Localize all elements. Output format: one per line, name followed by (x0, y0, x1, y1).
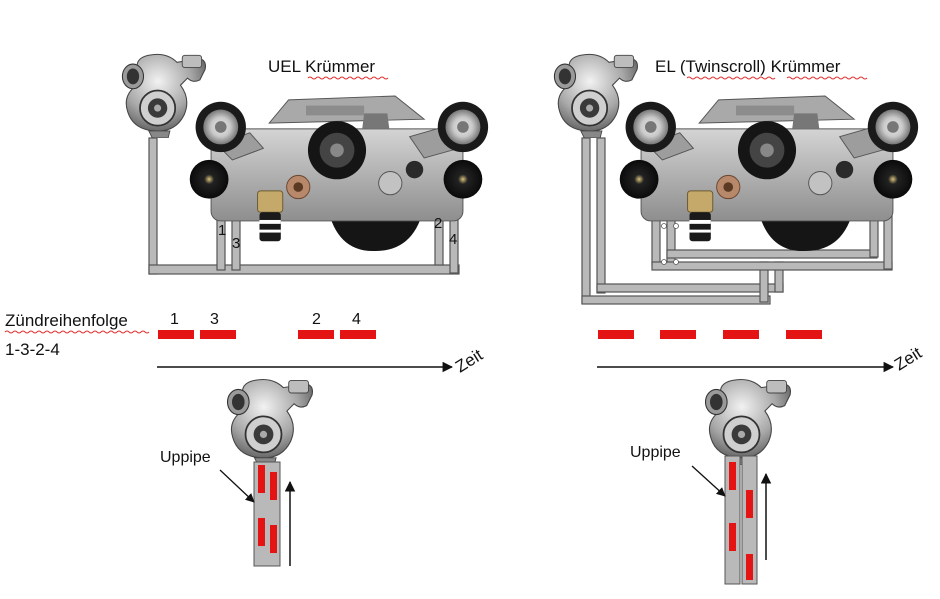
time-axis-label: Zeit (891, 343, 925, 374)
uppipe-pulses (729, 462, 753, 580)
uppipe-scroll-a (724, 455, 741, 585)
cyl-label-1: 1 (218, 222, 226, 239)
uppipe-label: Uppipe (160, 449, 211, 466)
pulse-label-2: 2 (312, 311, 321, 328)
uppipe-pointer-arrow (691, 465, 726, 497)
cyl-label-3: 3 (232, 235, 240, 252)
turbocharger-icon (553, 53, 639, 138)
turbocharger-icon (121, 53, 207, 138)
time-axis-label: Zeit (452, 345, 486, 376)
uppipe-pulses (258, 465, 277, 553)
el-title: EL (Twinscroll) Krümmer (655, 57, 841, 76)
firing-order-label: Zündreihenfolge (5, 311, 128, 330)
pulse-bar (598, 330, 634, 339)
pulse-label-3: 3 (210, 311, 219, 328)
uel-section: UEL Krümmer 1 3 2 4 Zündreihenfolge 1-3-… (4, 53, 489, 567)
uppipe-pointer-arrow (219, 469, 255, 503)
twin-uppipe (724, 455, 758, 585)
uel-title: UEL Krümmer (268, 57, 375, 76)
cyl-label-2: 2 (434, 215, 442, 232)
uel-pulse-timeline (158, 330, 376, 339)
pulse-bar (200, 330, 236, 339)
pulse-label-4: 4 (352, 311, 361, 328)
firing-order-value: 1-3-2-4 (5, 340, 60, 359)
el-section: EL (Twinscroll) Krümmer Zeit Uppipe (553, 53, 925, 585)
uppipe-scroll-b (741, 455, 758, 585)
pulse-bar (158, 330, 194, 339)
pulse-bar (786, 330, 822, 339)
pulse-bar (298, 330, 334, 339)
cyl-label-4: 4 (449, 231, 457, 248)
turbocharger-icon (704, 378, 792, 465)
pulse-bar (340, 330, 376, 339)
pulse-bar (723, 330, 759, 339)
el-pulse-timeline (598, 330, 822, 339)
uel-manifold-pipes (148, 137, 460, 275)
pulse-label-1: 1 (170, 311, 179, 328)
pulse-bar (660, 330, 696, 339)
el-manifold-pipes (581, 137, 893, 305)
turbocharger-icon (226, 378, 314, 465)
uppipe-label: Uppipe (630, 444, 681, 461)
